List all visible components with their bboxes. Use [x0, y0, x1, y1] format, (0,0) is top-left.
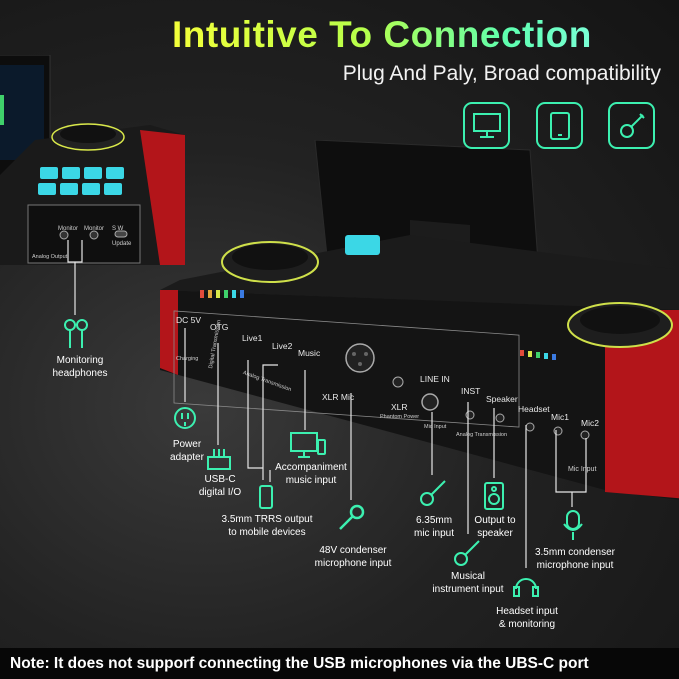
label-live1: Live1: [242, 333, 263, 343]
computer-icon: [290, 432, 326, 458]
label-update: Update: [112, 241, 132, 247]
monitor-icon-box: [463, 102, 510, 149]
monitor-icon: [472, 112, 501, 138]
label-inst: INST: [461, 386, 481, 396]
label-mic-input: Mic Input: [424, 424, 447, 430]
earbuds-icon: [64, 319, 88, 348]
footer-note: Note: It does not supporf connecting the…: [0, 648, 679, 679]
subtitle: Plug And Paly, Broad compatibility: [342, 62, 661, 85]
power-plug-icon: [174, 407, 196, 429]
callout-xlr-condenser: 48V condenser microphone input: [314, 545, 392, 569]
smartphone-icon: [259, 485, 273, 509]
main-device-image: [160, 140, 679, 500]
guitar-icon-box: [608, 102, 655, 149]
callout-headset-input: Headset input & monitoring: [496, 606, 558, 630]
label-analog-transmission-2: Analog Transmission: [456, 432, 508, 438]
guitar-icon: [619, 112, 645, 138]
usb-transfer-icon: [207, 449, 231, 470]
label-monitor-2: Monitor: [84, 226, 105, 232]
callout-speaker-output: Output to speaker: [474, 515, 516, 539]
label-music: Music: [298, 348, 321, 358]
main-title: Intuitive To Connection: [172, 14, 592, 55]
condenser-mic-icon: [563, 510, 583, 540]
label-speaker: Speaker: [486, 394, 518, 404]
guitar-icon: [454, 540, 480, 566]
label-dc5v: DC 5V: [176, 315, 202, 325]
label-xlr: XLR: [391, 402, 408, 412]
callout-35-condenser: 3.5mm condenser microphone input: [534, 547, 616, 571]
microphone-icon: [339, 504, 365, 530]
label-otg: OTG: [210, 322, 229, 332]
label-switch: S W: [112, 226, 124, 232]
callout-accompaniment-input: Accompaniment music input: [275, 462, 347, 486]
callout-635-mic: 6.35mm mic input: [413, 515, 454, 539]
label-analog-output: Analog Output: [32, 254, 68, 260]
label-headset: Headset: [518, 404, 550, 414]
label-mic2: Mic2: [581, 418, 599, 428]
label-charging: Charging: [176, 356, 199, 362]
left-device-image: [0, 55, 185, 265]
callout-trrs-output: 3.5mm TRRS output to mobile devices: [221, 514, 313, 538]
callout-power-adapter: Power adapter: [170, 439, 204, 463]
callout-usbc-digital: USB-C digital I/O: [198, 474, 242, 498]
tablet-icon-box: [536, 102, 583, 149]
label-phantom-power: Phantom Power: [380, 414, 420, 420]
speaker-icon: [484, 482, 504, 510]
label-line-in: LINE IN: [420, 374, 450, 384]
electric-guitar-icon: [420, 480, 446, 506]
label-live2: Live2: [272, 341, 293, 351]
label-xlr-mic: XLR Mic: [322, 392, 355, 402]
tablet-icon: [549, 111, 570, 140]
headset-icon: [513, 578, 539, 597]
callout-instrument-input: Musical instrument input: [432, 571, 504, 595]
label-monitor-1: Monitor: [58, 226, 79, 232]
callout-monitoring-headphones: Monitoring headphones: [52, 355, 108, 379]
label-mic1: Mic1: [551, 412, 569, 422]
label-mic-input-2: Mic Input: [568, 466, 597, 473]
